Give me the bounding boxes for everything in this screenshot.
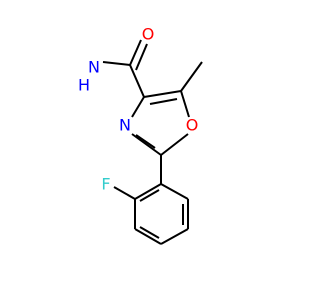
bond-n3-c4	[131, 96, 145, 118]
bond-amide-c-o-2	[135, 43, 148, 71]
bond-amide-c-o-1	[129, 39, 142, 66]
fluorine-label: F	[101, 175, 110, 194]
amide-o-label: O	[142, 25, 155, 44]
bond-c4-c5-inner	[149, 98, 178, 105]
bond-ph-1	[160, 183, 189, 200]
atom-labels: H N O N O F	[78, 25, 198, 194]
bonds	[102, 39, 203, 245]
bond-c5-methyl	[180, 61, 203, 92]
bond-amide-c-n	[102, 61, 131, 66]
bond-ph-4	[134, 228, 162, 245]
ring-n-label: N	[119, 116, 131, 135]
bond-amide-c-c4	[129, 64, 145, 98]
molecule-svg: H N O N O F	[78, 25, 203, 245]
amide-h2-label: H	[78, 76, 90, 95]
molecule-structure-diagram: H N O N O F	[77, 24, 203, 245]
bond-o1-c2	[160, 133, 189, 156]
ring-o-label: O	[186, 116, 199, 135]
bond-ph-f	[113, 186, 136, 200]
bond-ph-6	[134, 183, 162, 200]
bond-c4-c5-outer	[143, 90, 182, 98]
bond-ph-inner-2	[139, 226, 160, 239]
bond-c2-n3-inner	[135, 134, 156, 149]
bond-c2-n3-outer	[131, 133, 162, 156]
amide-n-label: N	[88, 58, 100, 77]
bond-c5-o1	[180, 90, 190, 118]
bond-ph-inner-3	[139, 189, 160, 202]
bond-ph-3	[160, 228, 189, 245]
